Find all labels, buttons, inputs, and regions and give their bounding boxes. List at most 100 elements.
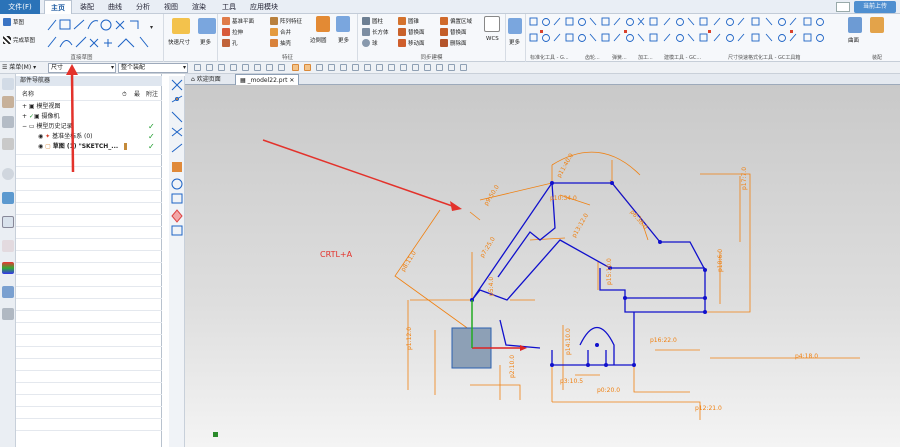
reuse-library-icon[interactable]: [2, 138, 14, 150]
tab-view[interactable]: 视图: [164, 3, 178, 11]
column-latest[interactable]: 最: [134, 91, 141, 98]
unite-button[interactable]: 合并: [270, 28, 291, 36]
upload-button[interactable]: 当前上传: [854, 1, 896, 13]
assembly-navigator-icon[interactable]: [2, 96, 14, 108]
column-timestamp[interactable]: ⏱: [122, 91, 127, 98]
snap-icon-14[interactable]: [376, 64, 383, 71]
sketch-check-icon: ✓: [148, 142, 155, 151]
more-button[interactable]: 更多: [200, 40, 212, 46]
graphics-window[interactable]: p9:50.0 p7:25.0 p8:11.0 p10:34.0 p11:40.…: [185, 85, 900, 447]
header-divider: [16, 100, 162, 101]
wcs-button[interactable]: WCS: [486, 36, 499, 42]
dimension-group: 快速尺寸 更多: [164, 14, 218, 62]
snap-icon-15[interactable]: [388, 64, 395, 71]
part-navigator-tab-icon[interactable]: [2, 78, 14, 90]
tree-row-sketch[interactable]: ◉ ▢ 草图 (1) "SKETCH_...: [38, 143, 119, 150]
snap-icon-5[interactable]: [242, 64, 249, 71]
snap-icon-11[interactable]: [340, 64, 347, 71]
tab-tools[interactable]: 工具: [222, 3, 236, 11]
snap-icon-12[interactable]: [352, 64, 359, 71]
tab-render[interactable]: 渲染: [192, 3, 206, 11]
snap-icon-4[interactable]: [230, 64, 237, 71]
sphere-button[interactable]: 球: [362, 39, 378, 47]
clock-icon[interactable]: [2, 240, 14, 252]
snap-icon-19[interactable]: [436, 64, 443, 71]
gc-toolbox-icons[interactable]: [528, 16, 848, 50]
type-filter-dropdown[interactable]: 尺寸: [48, 63, 116, 73]
feature-more-button[interactable]: 更多: [338, 38, 350, 44]
replace-icon: [440, 28, 448, 36]
history-icon[interactable]: [2, 192, 14, 204]
sketch-drawing: p9:50.0 p7:25.0 p8:11.0 p10:34.0 p11:40.…: [213, 139, 860, 437]
roles-icon[interactable]: [2, 262, 14, 274]
block-button[interactable]: 长方体: [362, 28, 389, 36]
dimension-label: p15:10.0: [606, 258, 613, 285]
sketch-button[interactable]: 草图: [3, 18, 24, 26]
snap-icon-18[interactable]: [424, 64, 431, 71]
snap-icon-7[interactable]: [266, 64, 273, 71]
constraint-navigator-icon[interactable]: [2, 116, 14, 128]
tree-row-model-views[interactable]: + ▣ 模型视图: [22, 103, 61, 110]
block-icon: [362, 28, 370, 36]
cylinder-button[interactable]: 圆柱: [362, 17, 383, 25]
snap-icon-6[interactable]: [254, 64, 261, 71]
extrude-button[interactable]: 拉伸: [222, 28, 243, 36]
finish-sketch-button[interactable]: 完成草图: [3, 36, 35, 44]
snap-icon-2[interactable]: [206, 64, 213, 71]
replace-button[interactable]: 替换面: [440, 28, 467, 36]
tree-row-datum-csys[interactable]: ◉ ✦ 基准坐标系 (0): [38, 133, 93, 140]
tree-row-cameras[interactable]: + ✓▣ 摄像机: [22, 113, 60, 120]
snap-icon-3[interactable]: [218, 64, 225, 71]
view-icon-2[interactable]: [304, 64, 311, 71]
tab-analysis[interactable]: 分析: [136, 3, 150, 11]
offset-region-button[interactable]: 偏置区域: [440, 17, 472, 25]
pattern-feature-button[interactable]: 阵列特征: [270, 17, 302, 25]
snap-icon-8[interactable]: [278, 64, 285, 71]
close-tab-icon[interactable]: ✕: [289, 77, 295, 84]
edge-blend-button[interactable]: 边倒圆: [310, 38, 327, 44]
web-browser-icon[interactable]: [2, 168, 14, 180]
move-face-button[interactable]: 移动面: [398, 39, 425, 47]
tools-icon[interactable]: [2, 308, 14, 320]
sketch-curve-tools[interactable]: ▾: [46, 17, 158, 51]
wcs-more-button[interactable]: 更多: [509, 40, 521, 46]
dimension-label: p4:18.0: [795, 353, 818, 360]
snap-icon-17[interactable]: [412, 64, 419, 71]
dimension-label: p8:11.0: [400, 250, 418, 273]
column-notes[interactable]: 附注: [146, 91, 159, 98]
selection-scope-dropdown[interactable]: 整个装配: [118, 63, 188, 73]
process-studio-icon[interactable]: [2, 216, 14, 228]
cone-button[interactable]: 圆锥: [398, 17, 419, 25]
snap-icon-9[interactable]: [316, 64, 323, 71]
hole-button[interactable]: 孔: [222, 39, 238, 47]
sketch-toolbar-icons[interactable]: [169, 76, 185, 236]
view-icon-1[interactable]: [292, 64, 299, 71]
tree-row-model-history[interactable]: − ▭ 模型历史记录: [22, 123, 73, 130]
shell-button[interactable]: 抽壳: [270, 39, 291, 47]
tab-curve[interactable]: 曲线: [108, 3, 122, 11]
system-scene-icon[interactable]: [2, 286, 14, 298]
tab-assembly[interactable]: 装配: [80, 3, 94, 11]
snap-icon-20[interactable]: [448, 64, 455, 71]
tab-model22[interactable]: ▦ _model22.prt ✕: [235, 74, 300, 85]
tab-applications[interactable]: 应用模块: [250, 3, 278, 11]
column-name[interactable]: 名称: [22, 91, 35, 98]
file-menu-button[interactable]: 文件(F): [0, 0, 40, 14]
tab-home[interactable]: 主页: [44, 0, 72, 14]
replace-face-button[interactable]: 替换面: [398, 28, 425, 36]
snap-icon-16[interactable]: [400, 64, 407, 71]
snap-icon-10[interactable]: [328, 64, 335, 71]
snap-icon-21[interactable]: [460, 64, 467, 71]
tab-welcome-page[interactable]: ⌂ 欢迎页面: [191, 76, 221, 83]
command-search-input[interactable]: [836, 2, 850, 12]
part-navigator-title: 部件导航器: [16, 76, 162, 86]
delete-face-button[interactable]: 删除面: [440, 39, 467, 47]
surface-button[interactable]: 曲面: [848, 38, 860, 44]
quick-dimension-button[interactable]: 快速尺寸: [168, 40, 191, 46]
menu-button[interactable]: ☰ 菜单(M) ▾: [2, 64, 37, 71]
datum-plane-button[interactable]: 基准平面: [222, 17, 254, 25]
snap-icon-13[interactable]: [364, 64, 371, 71]
snap-icon-1[interactable]: [194, 64, 201, 71]
pattern-icon: [270, 17, 278, 25]
